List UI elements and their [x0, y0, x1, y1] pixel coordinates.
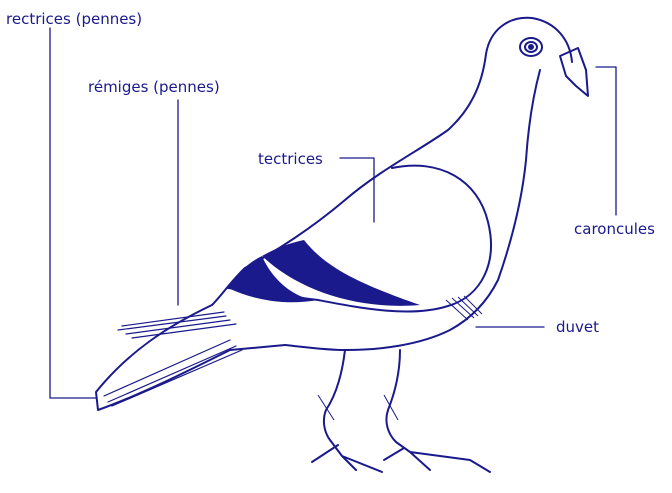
beak — [560, 48, 588, 96]
eye-pupil — [529, 45, 533, 49]
left-leg — [312, 350, 382, 472]
label-remiges: rémiges (pennes) — [88, 78, 220, 96]
label-caroncules: caroncules — [574, 220, 655, 238]
label-duvet: duvet — [556, 318, 599, 336]
caroncules-pointer — [596, 67, 616, 215]
label-tectrices: tectrices — [258, 150, 323, 168]
breast-outline — [285, 70, 540, 350]
right-leg — [384, 350, 490, 472]
label-rectrices: rectrices (pennes) — [6, 10, 142, 28]
